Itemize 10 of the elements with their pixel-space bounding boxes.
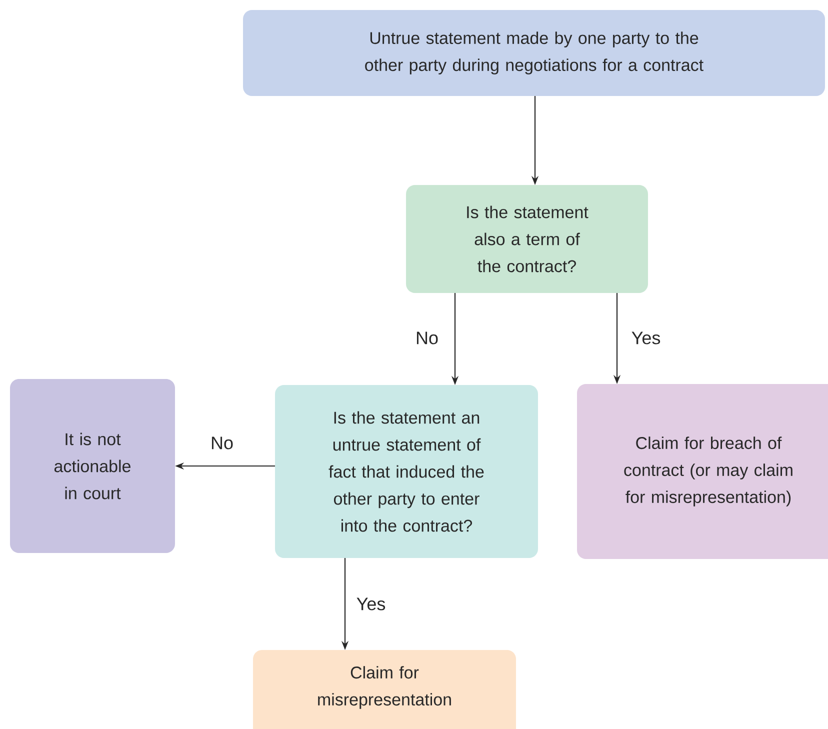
outcome-box: Claim for misrepresentation: [253, 650, 516, 729]
edge-label: Yes: [630, 330, 662, 346]
decision-box: Is the statement an untrue statement of fact that induced the other party to enter into the contract?: [275, 385, 538, 558]
edge-label: No: [414, 330, 440, 346]
process-box: Untrue statement made by one party to the other party during negotiations for a contract: [243, 10, 825, 96]
edge-label: No: [210, 436, 234, 450]
edge-label: Yes: [355, 596, 387, 612]
decision-box: Is the statement also a term of the contract?: [406, 185, 648, 293]
outcome-box: It is not actionable in court: [10, 379, 175, 553]
outcome-box: Claim for breach of contract (or may claim for misrepresentation): [577, 384, 828, 559]
